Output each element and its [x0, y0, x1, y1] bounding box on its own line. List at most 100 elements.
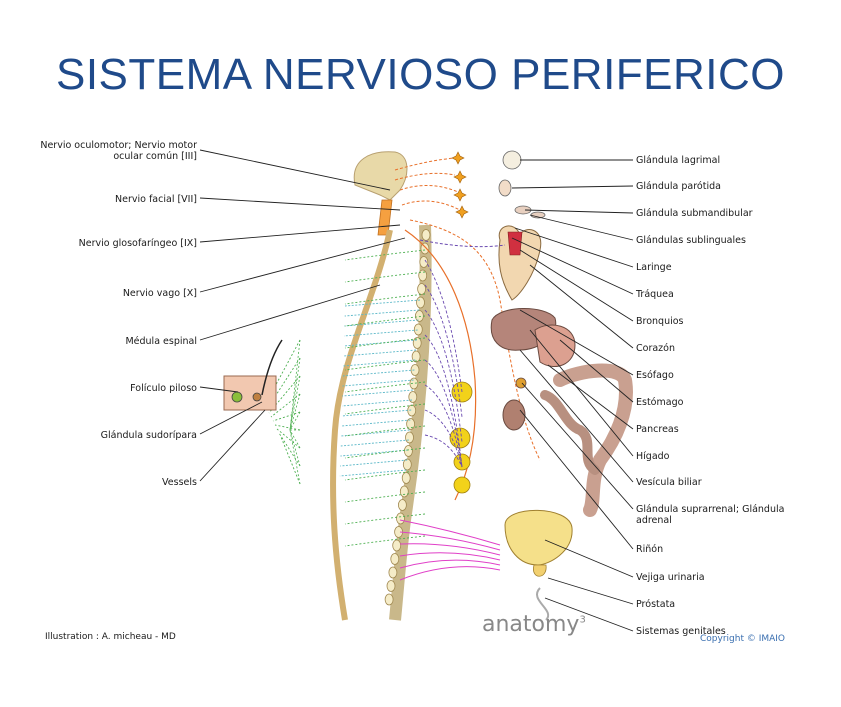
- label-pancreas: Pancreas: [636, 424, 679, 435]
- anatomy-logo: anatomy3: [482, 612, 586, 637]
- spinal-nerve-line: [339, 469, 407, 477]
- spinal-nerve-line: [340, 439, 409, 447]
- follicle-shape: [252, 392, 262, 402]
- leader-line-sublinguales: [529, 214, 634, 241]
- label-line: Nervio vago [X]: [122, 288, 197, 299]
- leader-line-submandibular: [524, 209, 634, 214]
- vertebra-segment: [412, 337, 422, 349]
- label-line: Glándula submandibular: [636, 208, 753, 219]
- label-line: Glándula sudorípara: [100, 430, 197, 441]
- label-prostata: Próstata: [636, 599, 675, 610]
- spinal-cord-shape: [389, 224, 432, 621]
- label-bronquios: Bronquios: [636, 316, 684, 327]
- label-genitales: Sistemas genitales: [636, 626, 726, 637]
- leader-line-genitales: [544, 597, 634, 632]
- leader-line-medula: [199, 284, 381, 341]
- leader-line-oculomotor: [199, 149, 391, 191]
- illustration-credit: Illustration : A. micheau - MD: [45, 632, 176, 642]
- vertebra-segment: [406, 418, 416, 430]
- label-line: Nervio facial [VII]: [115, 194, 197, 205]
- prevertebral-ganglion: [449, 427, 471, 449]
- pelvic-nerve-line: [399, 543, 501, 556]
- label-line: Próstata: [636, 599, 676, 610]
- vertebra-segment: [418, 269, 428, 282]
- skin-nerve-line: [278, 432, 301, 467]
- label-foliculo: Folículo piloso: [130, 383, 197, 394]
- vertebra-segment: [410, 364, 420, 376]
- leader-line-estomago: [559, 339, 634, 403]
- skin-nerve-line: [289, 339, 301, 431]
- vertebra-segment: [411, 350, 421, 363]
- sympathetic-chain-line: [344, 425, 426, 437]
- label-traquea: Tráquea: [636, 289, 674, 300]
- label-line: Hígado: [636, 451, 670, 462]
- pelvic-nerve-line: [399, 531, 501, 551]
- vertebra-segment: [402, 458, 412, 471]
- spinal-nerve-line: [341, 429, 410, 437]
- label-esofago: Esófago: [636, 370, 674, 381]
- leader-line-vesicula: [519, 349, 634, 483]
- sympathetic-line: [424, 384, 463, 468]
- leader-line-glosofaringeo: [199, 224, 401, 243]
- label-vesicula: Vesícula biliar: [636, 477, 702, 488]
- label-parotida: Glándula parótida: [636, 181, 721, 192]
- sympathetic-chain-line: [344, 359, 426, 371]
- vertebra-segment: [419, 256, 429, 268]
- ganglion-star: [451, 151, 465, 165]
- sympathetic-chain-line: [344, 249, 426, 261]
- vertebral-column-shape: [330, 229, 393, 621]
- vertebra-segment: [421, 229, 431, 241]
- parasympathetic-line: [401, 200, 461, 211]
- spinal-nerve-line: [344, 319, 419, 327]
- leader-line-esofago: [519, 309, 634, 376]
- sympathetic-line: [424, 409, 463, 468]
- label-line: Vessels: [162, 477, 197, 488]
- label-line: Glándula suprarrenal; Glándula: [636, 504, 785, 515]
- vertebra-segment: [407, 404, 417, 417]
- skin-nerve-line: [276, 428, 301, 449]
- skin-nerve-line: [274, 424, 301, 431]
- leader-line-sudoripara: [199, 401, 263, 435]
- sympathetic-chain-line: [344, 469, 426, 481]
- vertebra-segment: [420, 242, 430, 255]
- vertebra-segment: [386, 580, 396, 592]
- spinal-nerve-line: [342, 389, 413, 397]
- label-sublinguales: Glándulas sublinguales: [636, 235, 746, 246]
- label-line: Vesícula biliar: [636, 477, 702, 488]
- sympathetic-chain-line: [344, 315, 426, 327]
- label-vago: Nervio vago [X]: [123, 288, 197, 299]
- sympathetic-line: [424, 359, 463, 468]
- ganglion-star: [455, 205, 469, 219]
- label-medula: Médula espinal: [125, 336, 197, 347]
- label-line: Glándulas sublinguales: [636, 235, 746, 246]
- label-sudoripara: Glándula sudorípara: [101, 430, 197, 441]
- label-line: Nervio oculomotor; Nervio motor: [40, 140, 197, 151]
- sympathetic-chain-line: [344, 381, 426, 393]
- vertebra-segment: [388, 566, 398, 579]
- leader-line-bronquios: [519, 249, 634, 322]
- vertebra-segment: [384, 593, 394, 606]
- vertebra-segment: [397, 499, 407, 511]
- spinal-nerve-line: [342, 379, 414, 387]
- vertebra-segment: [403, 445, 413, 457]
- parasympathetic-line: [394, 157, 456, 171]
- label-line: Tráquea: [636, 289, 674, 300]
- heart-vessels-shape: [507, 231, 523, 256]
- skin-nerve-line: [289, 429, 301, 449]
- spinal-nerve-line: [342, 369, 415, 377]
- label-line: Estómago: [636, 397, 684, 408]
- label-line: Glándula lagrimal: [636, 155, 721, 166]
- spinal-nerve-line: [344, 329, 418, 337]
- prevertebral-ganglion: [453, 476, 471, 494]
- label-line: Sistemas genitales: [636, 626, 726, 637]
- leader-line-corazon: [529, 264, 634, 349]
- skin-nerve-line: [289, 393, 301, 431]
- small-intestine-shape: [540, 390, 600, 475]
- leader-line-rinon: [519, 409, 634, 550]
- leader-line-suprarrenal: [521, 382, 634, 510]
- anatomy-logo-text: anatomy: [482, 612, 580, 637]
- sympathetic-chain-line: [344, 491, 426, 503]
- leader-line-facial: [199, 197, 401, 211]
- spinal-nerve-line: [340, 459, 408, 467]
- vertebra-segment: [405, 431, 414, 444]
